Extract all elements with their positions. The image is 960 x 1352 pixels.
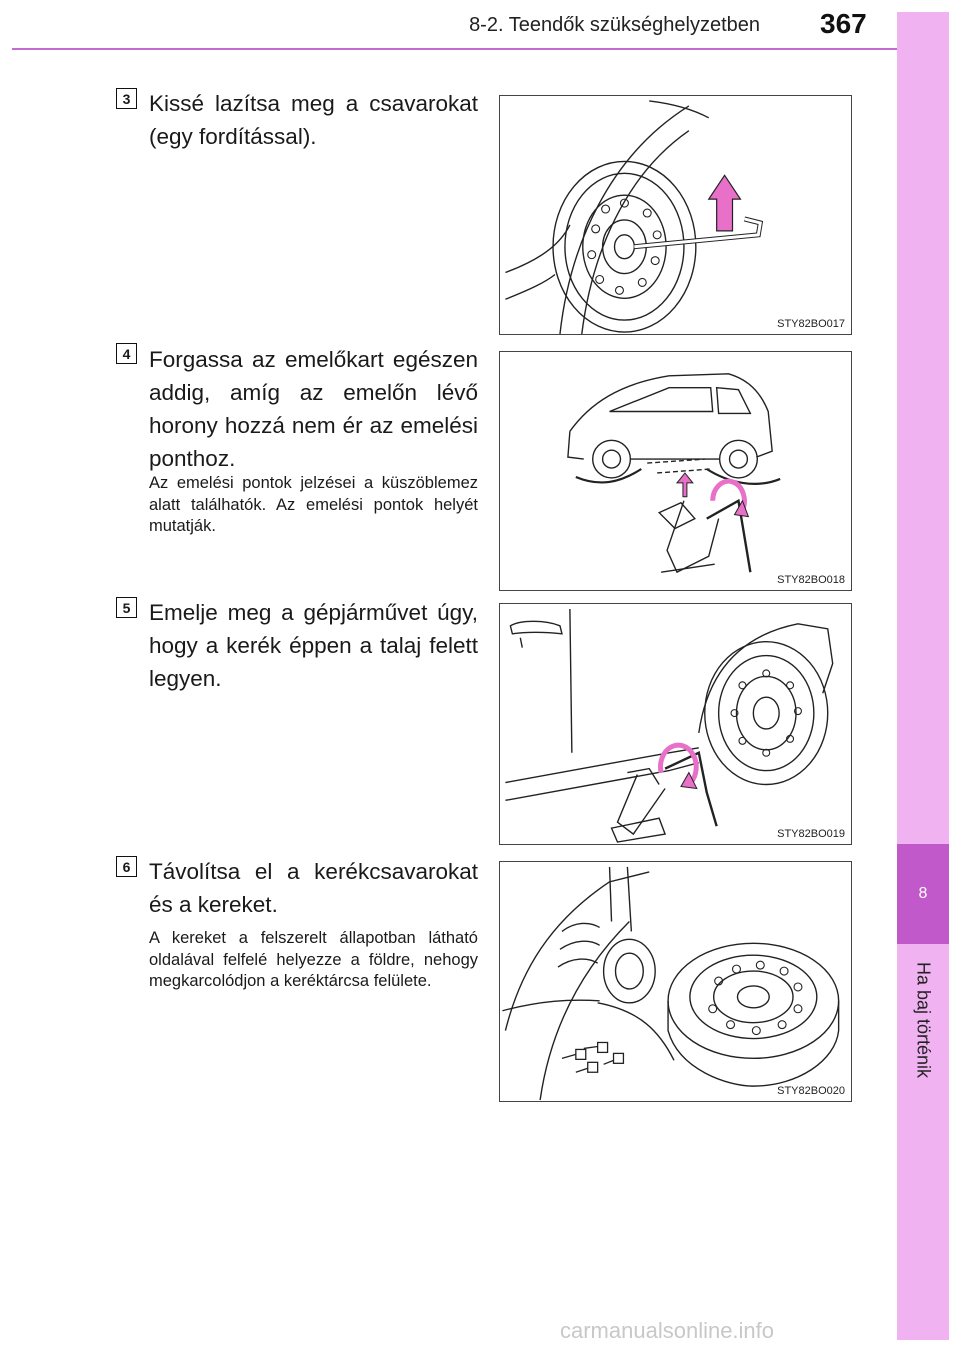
figure-raise-vehicle: STY82BO019 bbox=[499, 603, 852, 845]
step-5-text: Emelje meg a gépjárművet úgy, hogy a ker… bbox=[149, 600, 478, 691]
step-4-note: Az emelési pontok jelzései a küszöblemez… bbox=[149, 474, 478, 535]
step-badge-3: 3 bbox=[116, 88, 137, 109]
figure-jack-lift: STY82BO018 bbox=[499, 351, 852, 591]
header-rule bbox=[12, 48, 897, 50]
removed-wheel-illustration bbox=[502, 866, 840, 1101]
figure-loosen-nuts: STY82BO017 bbox=[499, 95, 852, 335]
wheel-wrench-illustration bbox=[505, 100, 764, 334]
chapter-tab[interactable]: 8 bbox=[897, 844, 949, 944]
jack-illustration bbox=[567, 373, 781, 574]
raised-car-illustration bbox=[505, 608, 834, 843]
section-title: 8-2. Teendők szükséghelyzetben bbox=[469, 14, 760, 36]
step-badge-6: 6 bbox=[116, 856, 137, 877]
figure-code: STY82BO019 bbox=[777, 828, 845, 840]
figure-code: STY82BO018 bbox=[777, 574, 845, 586]
figure-code: STY82BO020 bbox=[777, 1085, 845, 1097]
page-number: 367 bbox=[820, 8, 867, 39]
step-6-text: Távolítsa el a kerékcsavarokat és a kere… bbox=[149, 859, 478, 917]
figure-remove-wheel: STY82BO020 bbox=[499, 861, 852, 1102]
step-3-text: Kissé lazítsa meg a csavarokat (egy ford… bbox=[149, 91, 478, 149]
chapter-number: 8 bbox=[918, 885, 928, 902]
watermark: carmanualsonline.info bbox=[560, 1318, 775, 1343]
step-4-text: Forgassa az emelőkart egészen addig, amí… bbox=[149, 347, 478, 471]
side-tab-top bbox=[897, 12, 949, 844]
step-6-note: A kereket a felszerelt állapotban láthat… bbox=[149, 929, 478, 990]
figure-code: STY82BO017 bbox=[777, 318, 845, 330]
step-badge-5: 5 bbox=[116, 597, 137, 618]
side-tab-bottom bbox=[897, 944, 949, 1340]
step-badge-4: 4 bbox=[116, 343, 137, 364]
chapter-label: Ha baj történik bbox=[913, 961, 934, 1079]
